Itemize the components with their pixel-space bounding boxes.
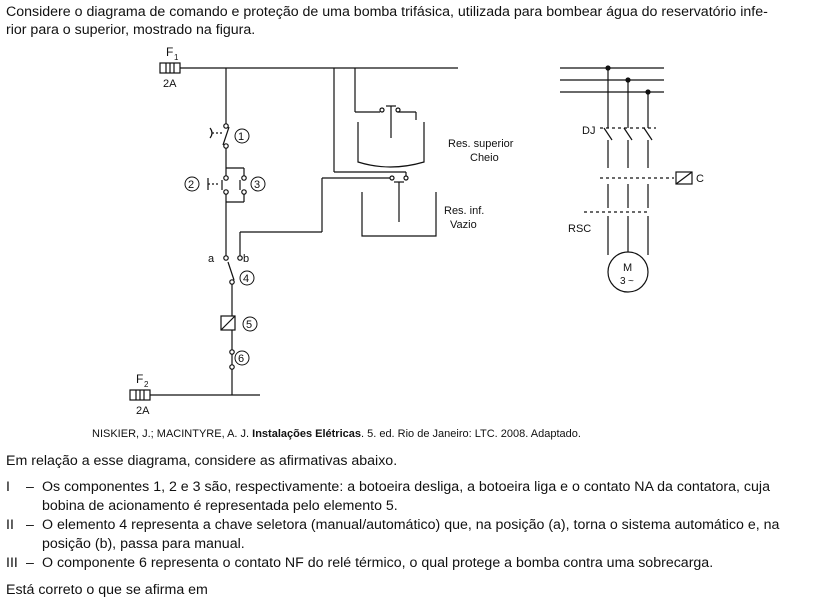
statement-iii-number: III [6,555,18,571]
statement-ii-number: II [6,517,14,533]
rsc-label: RSC [568,223,591,235]
statement-iii: III – O componente 6 representa o contat… [6,554,832,574]
contactor-c-label: C [696,173,704,185]
marker-4: 4 [243,273,249,285]
statement-i-line-2: bobina de acionamento é representada pel… [42,498,398,514]
statement-ii-dash: – [26,517,34,533]
statement-i-number: I [6,479,10,495]
res-sup-line-2: Cheio [470,152,499,164]
marker-3: 3 [254,179,260,191]
statement-iii-line-1: O componente 6 representa o contato NF d… [42,555,714,571]
motor-tilde-label: ~ [628,276,634,287]
statement-ii-line-1: O elemento 4 representa a chave seletora… [42,517,780,533]
reference-rest: . 5. ed. Rio de Janeiro: LTC. 2008. Adap… [360,428,581,440]
control-diagram: F 1 2A F 2 2A 1 2 3 4 5 6 a b Res. super… [129,45,704,417]
reference-title: Instalações Elétricas [252,428,361,440]
dj-label: DJ [582,125,595,137]
fuse-bottom-rating: 2A [136,405,150,417]
res-inf-line-2: Vazio [450,219,477,231]
fuse-top-rating: 2A [163,78,177,90]
statement-iii-dash: – [26,555,34,571]
statement-i: I – Os componentes 1, 2 e 3 são, respect… [6,478,832,518]
motor-m-label: M [623,262,632,274]
statement-i-line-1: Os componentes 1, 2 e 3 são, respectivam… [42,479,770,495]
intro-line-1: Considere o diagrama de comando e proteç… [6,4,768,20]
motor-3-label: 3 [620,276,626,287]
fuse-bottom-label: F [136,372,143,386]
marker-5: 5 [246,319,252,331]
fuse-top-sub: 1 [174,53,179,62]
statement-i-dash: – [26,479,34,495]
statement-ii-line-2: posição (b), passa para manual. [42,536,245,552]
position-a-label: a [208,253,215,265]
position-b-label: b [243,253,249,265]
fuse-bottom-sub: 2 [144,380,149,389]
res-inf-line-1: Res. inf. [444,205,484,217]
closing-line: Está correto o que se afirma em [6,582,208,598]
fuse-top-label: F [166,45,173,59]
statement-ii: II – O elemento 4 representa a chave sel… [6,516,832,556]
reference: NISKIER, J.; MACINTYRE, A. J. Instalaçõe… [92,428,581,440]
marker-2: 2 [188,179,194,191]
res-sup-line-1: Res. superior [448,138,514,150]
marker-6: 6 [238,353,244,365]
reference-authors: NISKIER, J.; MACINTYRE, A. J. [92,428,253,440]
intro-line-2: rior para o superior, mostrado na figura… [6,22,256,38]
consider-line: Em relação a esse diagrama, considere as… [6,453,398,469]
marker-1: 1 [238,131,244,143]
